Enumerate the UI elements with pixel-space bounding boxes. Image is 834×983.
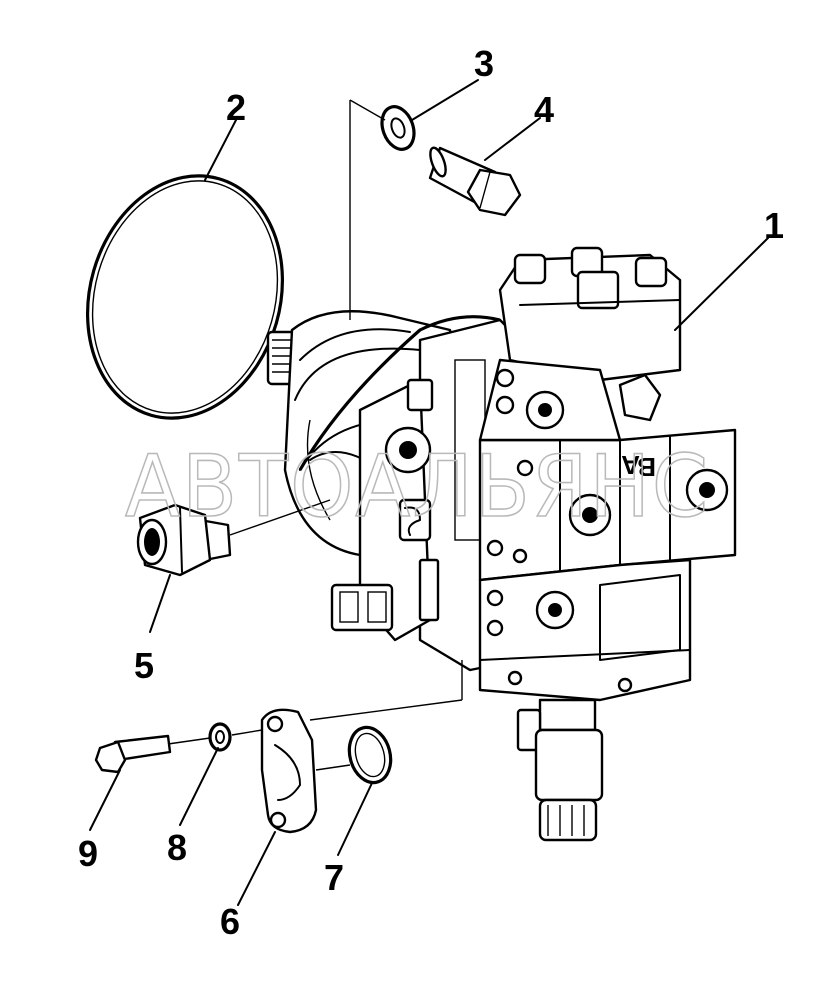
cable	[298, 315, 501, 471]
callout-3: 3	[474, 43, 494, 84]
callout-8: 8	[167, 827, 187, 868]
callout-4: 4	[534, 89, 554, 130]
control-valve-top	[498, 246, 682, 382]
assembly-lines	[167, 99, 463, 771]
callout-2: 2	[226, 87, 246, 128]
sealing-washer	[380, 105, 416, 151]
leader-lines	[89, 79, 769, 906]
threaded-fitting	[136, 503, 232, 577]
housing-mark-a: A	[621, 450, 640, 480]
valve-block-middle	[478, 358, 662, 442]
o-ring-large	[85, 174, 285, 420]
watermark: АВТОАЛЬЯНС	[125, 437, 710, 537]
hex-bolt	[94, 734, 172, 774]
electrical-connector	[330, 583, 394, 632]
callout-1: 1	[764, 205, 784, 246]
callout-6: 6	[220, 901, 240, 942]
callout-9: 9	[78, 833, 98, 874]
split-flange	[260, 708, 318, 834]
callout-5: 5	[134, 645, 154, 686]
valve-block-lower	[478, 558, 692, 702]
hex-bolt-plug	[428, 146, 522, 217]
solenoid-valve	[516, 698, 604, 842]
o-ring-small	[347, 725, 393, 785]
housing-mark-b: B	[637, 452, 656, 482]
hydraulic-motor-assembly: B A	[266, 246, 737, 842]
valve-block-right: B A	[478, 428, 737, 582]
callout-7: 7	[324, 857, 344, 898]
flat-washer	[208, 722, 232, 752]
